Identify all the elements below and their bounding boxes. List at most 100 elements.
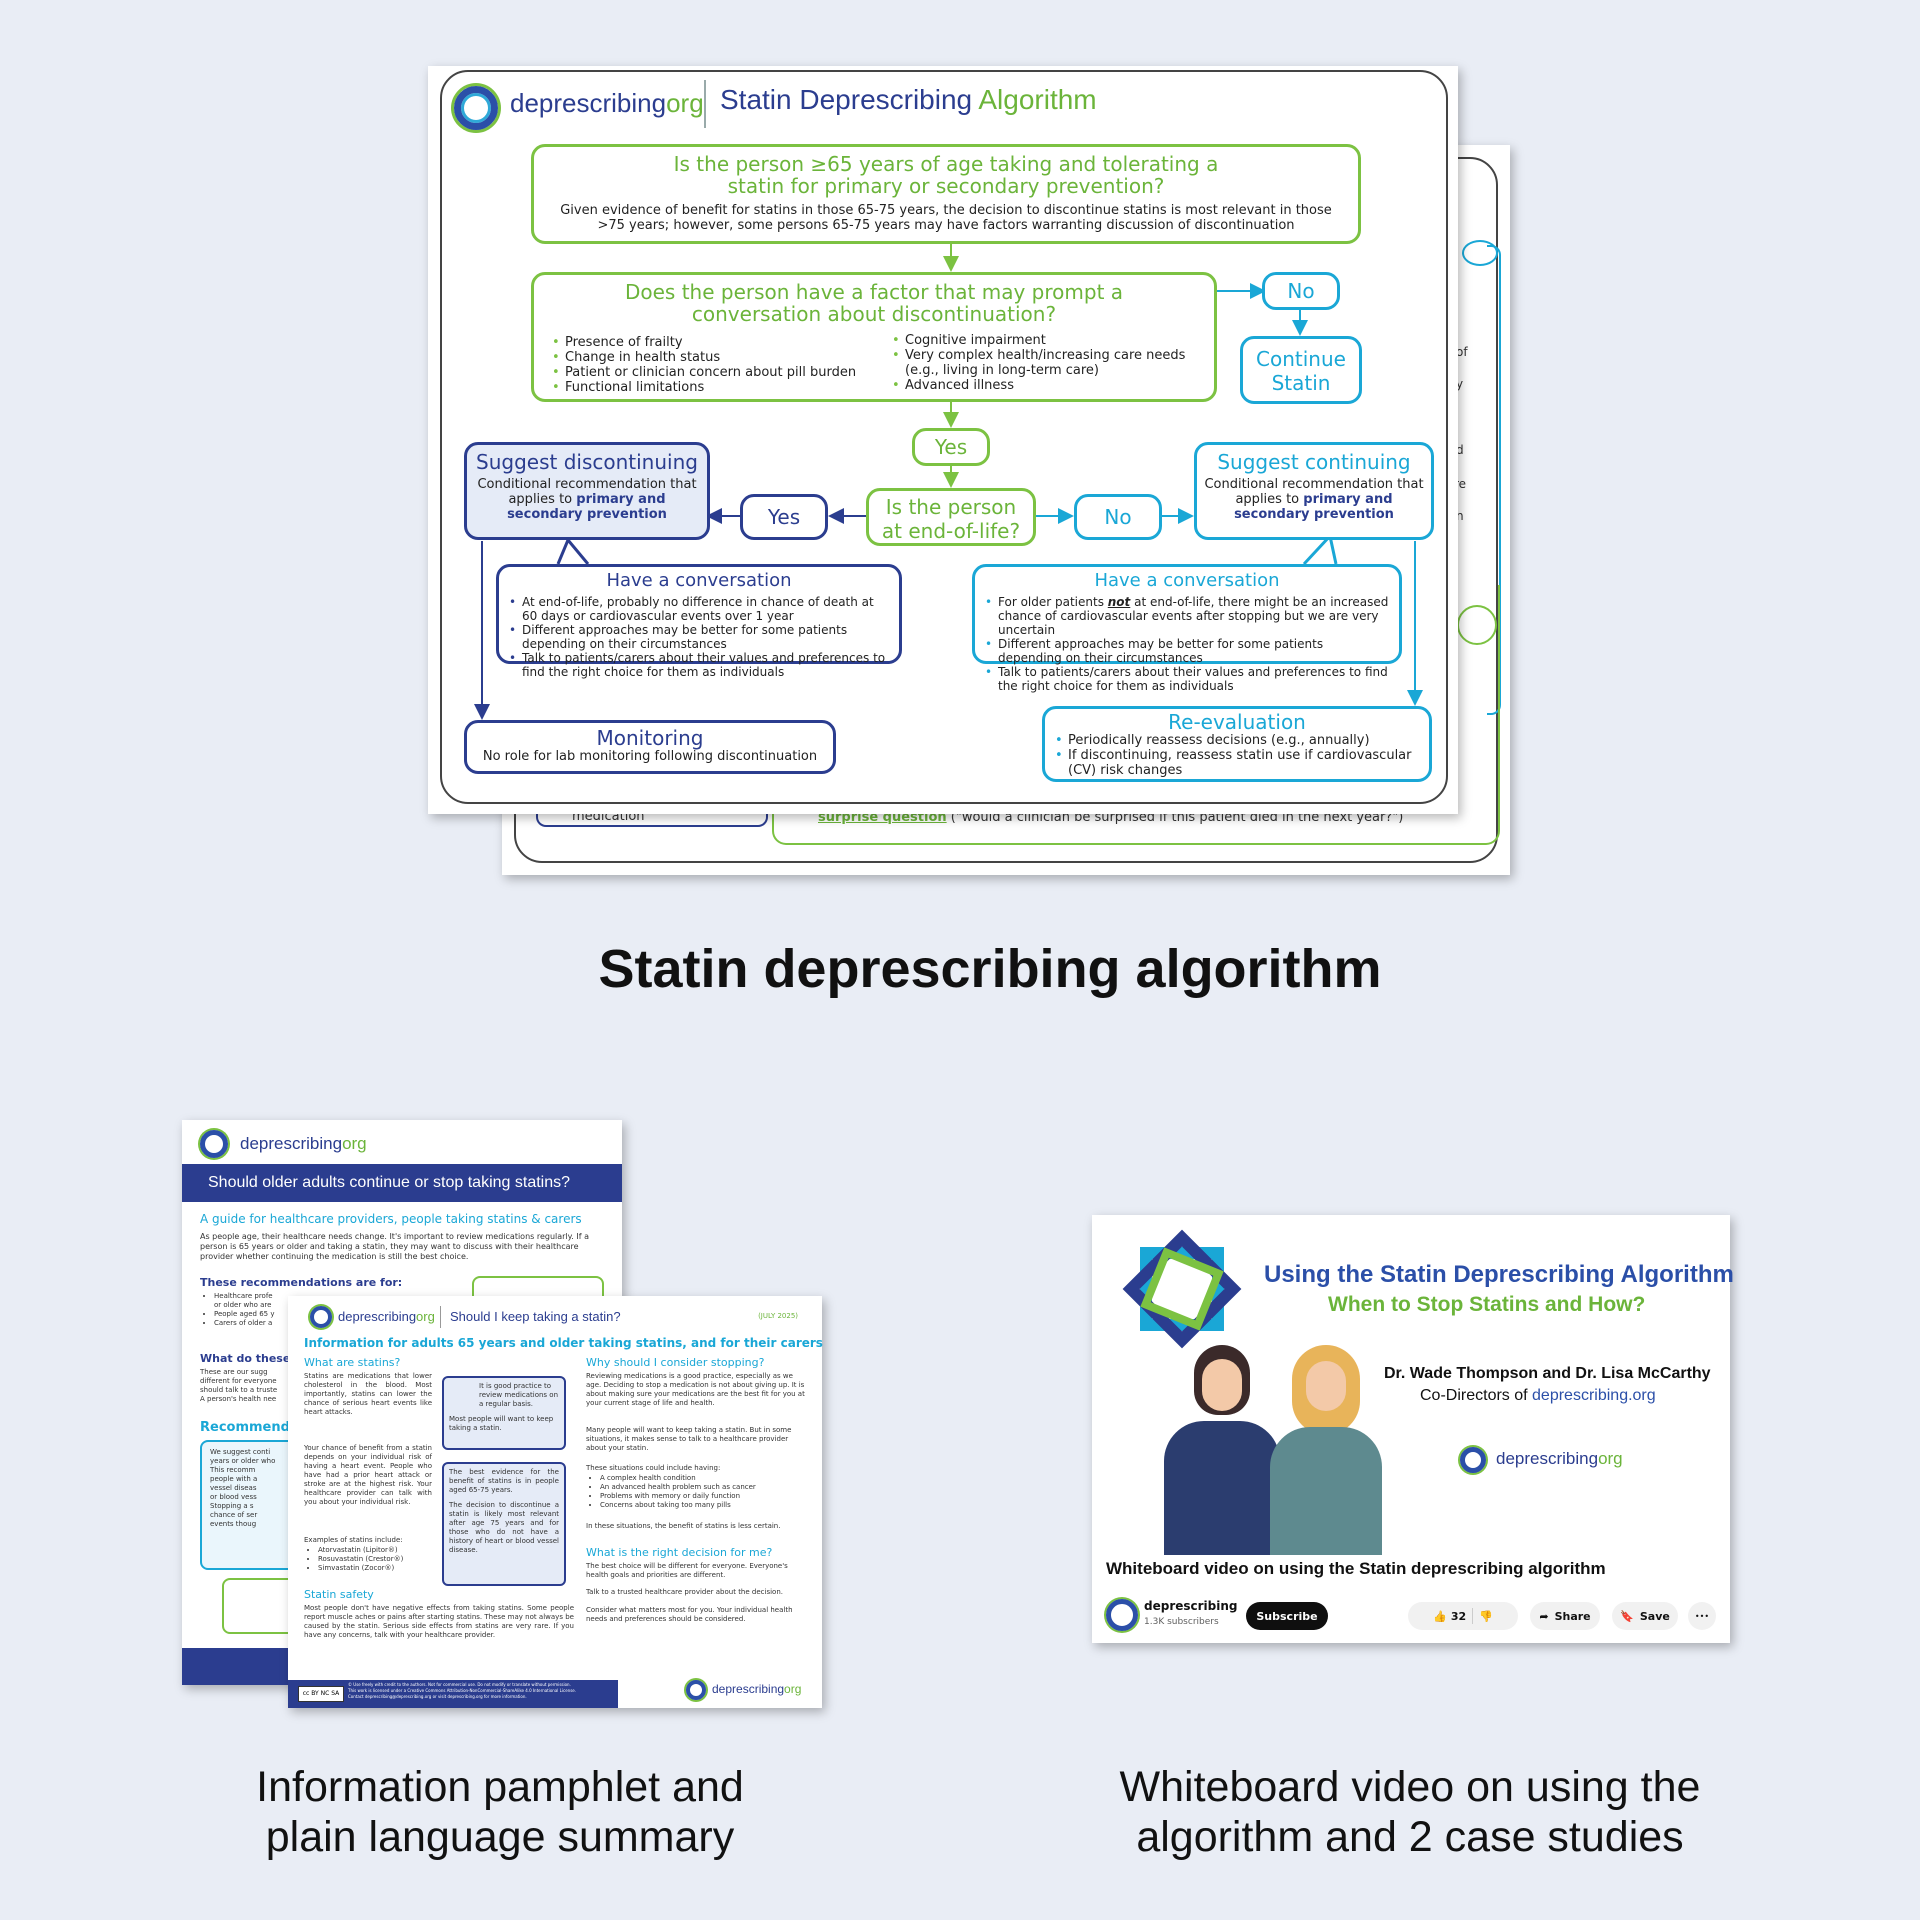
situations-heading: These situations could include having: [586,1464,721,1472]
question-age-box: Is the person ≥65 years of age taking an… [531,144,1361,244]
brand-name: deprescribing [712,1682,785,1696]
reevaluation-item: If discontinuing, reassess statin use if… [1053,748,1421,778]
channel-avatar[interactable] [1106,1599,1138,1631]
conversation-item: At end-of-life, probably no difference i… [507,595,889,623]
video-brand: deprescribingorg [1496,1449,1623,1469]
tip-box-2: The best evidence for the benefit of sta… [442,1462,566,1586]
share-label: Share [1554,1609,1591,1623]
text-line: This recomm [210,1466,256,1474]
factor-item: Cognitive impairment [890,333,1210,348]
factor-item: Very complex health/increasing care need… [890,348,1210,378]
algorithm-front-sheet: deprescribingorg Statin Deprescribing Al… [428,66,1458,814]
what-are-statins-text: Statins are medications that lower chole… [304,1372,432,1416]
question-end-of-life-box: Is the person at end-of-life? [866,488,1036,546]
list-item: Rosuvastatin (Crestor®) [318,1555,403,1564]
pamphlet-back-people-icon [222,1578,298,1634]
conv-not: not [1107,595,1131,609]
subscribe-button[interactable]: Subscribe [1246,1602,1328,1630]
right-decision-heading: What is the right decision for me? [586,1546,773,1559]
flow-arrows [474,242,1423,720]
separator [1472,1608,1474,1624]
pamphlet-front-sheet: deprescribingorg Should I keep taking a … [288,1296,823,1708]
conversation-right-box: Have a conversation For older patients n… [972,564,1402,693]
brand-org: org [666,88,704,118]
conv-post: at end-of-life, there might be an increa… [998,595,1389,637]
back-frag-n: n [1456,509,1464,523]
brand-name: deprescribing [338,1309,417,1324]
pamphlet-front-brand: deprescribingorg [338,1309,435,1324]
video-codirectors: Co-Directors of deprescribing.org [1420,1387,1656,1405]
reevaluation-item: Periodically reassess decisions (e.g., a… [1053,733,1421,748]
title-accent: Algorithm [978,84,1097,115]
banner-text: Should older adults continue or stop tak… [208,1174,571,1191]
what-are-statins-heading: What are statins? [304,1356,401,1369]
deprescribing-logo-icon [454,86,498,130]
pamphlet-front-divider [440,1306,441,1328]
caption-algorithm: Statin deprescribing algorithm [598,939,1382,999]
video-brand-logo-icon [1460,1447,1486,1473]
person-illustration-left [1164,1345,1280,1555]
examples-heading: Examples of statins include: [304,1536,403,1544]
monitoring-box: Monitoring No role for lab monitoring fo… [464,720,836,774]
conversation-left-title: Have a conversation [606,570,792,591]
factor-item: Functional limitations [550,380,890,395]
pamphlet-back-for-heading: These recommendations are for: [200,1276,403,1289]
back-frag-of: of [1456,345,1468,359]
pamphlet-back-what-text: These are our sugg different for everyon… [200,1368,277,1404]
reevaluation-list: Periodically reassess decisions (e.g., a… [1045,733,1429,778]
list-item: Healthcare profe [214,1292,274,1301]
brand-org: org [416,1309,435,1324]
pamphlet-back-intro: As people age, their healthcare needs ch… [200,1232,589,1261]
right-decision-text: The best choice will be different for ev… [586,1562,788,1579]
tip2-text: The best evidence for the benefit of sta… [449,1468,559,1494]
text-line: different for everyone [200,1377,277,1385]
footer-line: Contact deprescribing@deprescribing.org … [348,1694,527,1699]
video-thumbnail[interactable]: Using the Statin Deprescribing Algorithm… [1092,1215,1734,1555]
subscriber-count: 1.3K subscribers [1144,1617,1219,1627]
video-title-line2: When to Stop Statins and How? [1328,1293,1646,1316]
save-button[interactable]: 🔖Save [1612,1602,1678,1630]
reevaluation-title: Re-evaluation [1168,710,1306,734]
suggest-continuing-title: Suggest continuing [1217,450,1411,474]
list-item: Problems with memory or daily function [600,1492,756,1501]
text-line: vessel diseas [210,1484,257,1492]
continue-statin-box: Continue Statin [1240,336,1362,404]
more-options-button[interactable]: ••• [1688,1602,1716,1630]
codirectors-link[interactable]: deprescribing.org [1532,1387,1656,1404]
factor-item: Advanced illness [890,378,1210,393]
pamphlet-front-date: (JULY 2025) [758,1312,798,1320]
header-divider [704,80,706,128]
pamphlet-back-banner: Should older adults continue or stop tak… [182,1164,622,1202]
pamphlet-back-illustration [472,1276,604,1296]
text-line: Stopping a s [210,1502,254,1510]
person-illustration-right [1270,1345,1382,1555]
suggest-continuing-box: Suggest continuing Conditional recommend… [1194,442,1434,540]
factor-item: Patient or clinician concern about pill … [550,365,890,380]
suggest-discontinuing-box: Suggest discontinuing Conditional recomm… [464,442,710,540]
brand-org: org [784,1682,802,1696]
share-button[interactable]: ➦Share [1530,1602,1600,1630]
video-caption-title[interactable]: Whiteboard video on using the Statin dep… [1106,1559,1606,1578]
why-stop-heading: Why should I consider stopping? [586,1356,765,1369]
dislike-button[interactable]: 👎 [1479,1610,1493,1623]
pamphlet-back-for-list: Healthcare profe or older who are People… [214,1292,274,1328]
pamphlet-back-recommend-heading: Recommend [200,1420,290,1435]
suggest-continuing-text: Conditional recommendation that applies … [1197,473,1431,522]
list-item: Carers of older a [214,1319,274,1328]
bookmark-icon: 🔖 [1620,1609,1634,1623]
suggest-discontinuing-title: Suggest discontinuing [476,450,698,474]
tip2b-text: The decision to discontinue a statin is … [449,1501,559,1554]
yes-box-left: Yes [740,494,828,540]
monitoring-title: Monitoring [596,726,704,750]
text-line: These are our sugg [200,1368,268,1376]
tip1b-text: Most people will want to keep taking a s… [449,1415,554,1432]
reevaluation-box: Re-evaluation Periodically reassess deci… [1042,706,1432,782]
brand-name: deprescribing [240,1134,343,1153]
consider-text: Consider what matters most for you. Your… [586,1606,793,1623]
thumbs-up-icon: 👍 [1433,1609,1447,1623]
codirectors-text: Co-Directors of [1420,1387,1533,1404]
pamphlet-front-footer-logo-icon [686,1680,706,1700]
channel-name[interactable]: deprescribing [1144,1599,1238,1613]
like-button[interactable]: 👍32 [1433,1610,1466,1623]
pamphlet-back-recommend-box: We suggest conti years or older who This… [200,1440,300,1570]
